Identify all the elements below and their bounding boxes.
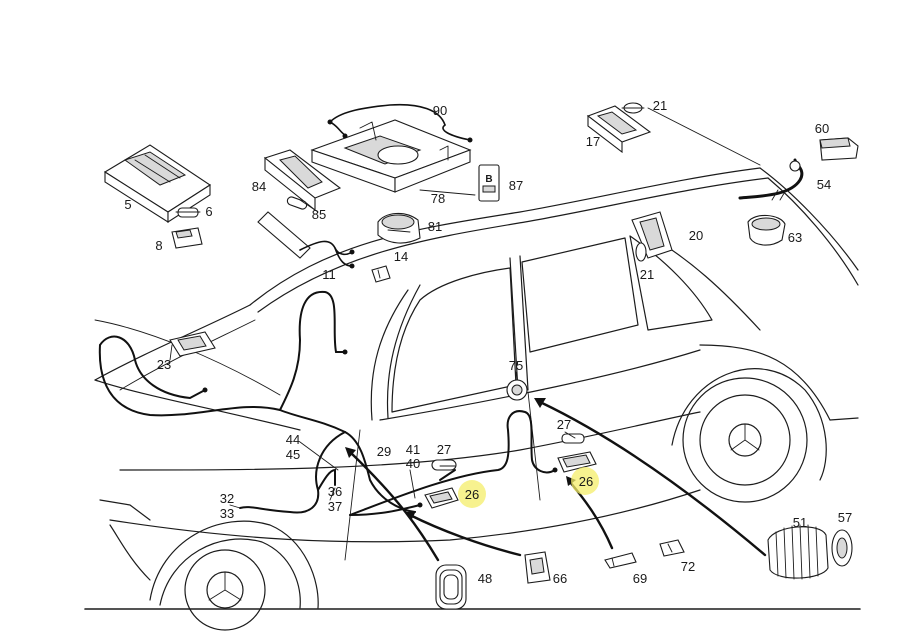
part-festoon-bulb[interactable] [175, 207, 201, 218]
label-41: 41 [406, 442, 420, 457]
car-body-outline [84, 167, 861, 610]
label-75: 75 [509, 358, 523, 373]
highlight-26-front [458, 480, 486, 508]
part-lamp-housing[interactable] [171, 227, 203, 249]
part-bulb-27-front[interactable] [431, 459, 457, 471]
label-72: 72 [681, 559, 695, 574]
relay-symbol: B [485, 174, 492, 185]
label-21-top: 21 [653, 98, 667, 113]
label-90: 90 [433, 103, 447, 118]
label-11: 11 [322, 267, 336, 282]
part-bellows-51[interactable] [767, 524, 829, 580]
part-relay[interactable]: B [478, 164, 500, 202]
label-20: 20 [689, 228, 703, 243]
label-84: 84 [252, 179, 266, 194]
label-8: 8 [155, 238, 162, 253]
label-37: 37 [328, 499, 342, 514]
front-wheel [149, 520, 319, 631]
label-32: 32 [220, 491, 234, 506]
pointer-arrows [345, 398, 767, 562]
label-63: 63 [788, 230, 802, 245]
label-51: 51 [793, 515, 807, 530]
label-54: 54 [817, 177, 831, 192]
label-33: 33 [220, 506, 234, 521]
label-85: 85 [312, 207, 326, 222]
part-bulb-21b[interactable] [635, 242, 647, 262]
rear-wheel [671, 368, 827, 503]
label-6: 6 [205, 204, 212, 219]
label-27-front: 27 [437, 442, 451, 457]
label-81: 81 [428, 219, 442, 234]
part-bulb-21[interactable] [621, 102, 645, 114]
label-87: 87 [509, 178, 523, 193]
label-14: 14 [394, 249, 408, 264]
label-66: 66 [553, 571, 567, 586]
label-57: 57 [838, 510, 852, 525]
label-21-side: 21 [640, 267, 654, 282]
part-clip-14[interactable] [371, 265, 391, 283]
part-connector-60[interactable] [819, 137, 859, 161]
part-bulb-85[interactable] [286, 196, 308, 210]
label-5: 5 [124, 197, 131, 212]
part-door-lamp-26-rear[interactable] [557, 451, 597, 473]
part-bulb-27-rear[interactable] [561, 433, 585, 444]
part-grommet-57[interactable] [831, 529, 853, 567]
leader-lines [169, 189, 576, 509]
part-grommet-75[interactable] [506, 379, 528, 401]
label-17: 17 [586, 134, 600, 149]
label-44: 44 [286, 432, 300, 447]
label-40: 40 [406, 456, 420, 471]
part-number-labels: 90 21 60 17 54 84 85 78 87 5 6 8 81 63 2… [124, 98, 852, 586]
label-29: 29 [377, 444, 391, 459]
label-45: 45 [286, 447, 300, 462]
part-door-lamp-26-front[interactable] [424, 487, 459, 509]
label-48: 48 [478, 571, 492, 586]
part-lamp-unit-81[interactable] [377, 212, 421, 244]
label-26-front: 26 [465, 487, 479, 502]
label-60: 60 [815, 121, 829, 136]
part-grommet-63[interactable] [747, 214, 786, 246]
label-23: 23 [157, 357, 171, 372]
part-switch-66[interactable] [524, 551, 551, 584]
label-69: 69 [633, 571, 647, 586]
label-26-rear: 26 [579, 474, 593, 489]
part-roof-console[interactable] [310, 119, 472, 193]
part-rear-lamp[interactable] [586, 105, 652, 154]
part-wiring-11[interactable] [257, 211, 355, 269]
part-pin-69[interactable] [604, 552, 637, 569]
highlight-26-rear [571, 467, 599, 495]
label-27-rear: 27 [557, 417, 571, 432]
label-78: 78 [431, 191, 445, 206]
main-wire-harness [98, 290, 558, 516]
part-wire-harness-90[interactable] [327, 103, 473, 143]
label-36: 36 [328, 484, 342, 499]
part-reading-lamp[interactable] [263, 149, 342, 212]
part-harness-54[interactable] [738, 158, 804, 201]
part-footwell-lamp[interactable] [169, 331, 216, 357]
part-clip-72[interactable] [659, 539, 685, 557]
part-boot-48[interactable] [435, 564, 467, 610]
